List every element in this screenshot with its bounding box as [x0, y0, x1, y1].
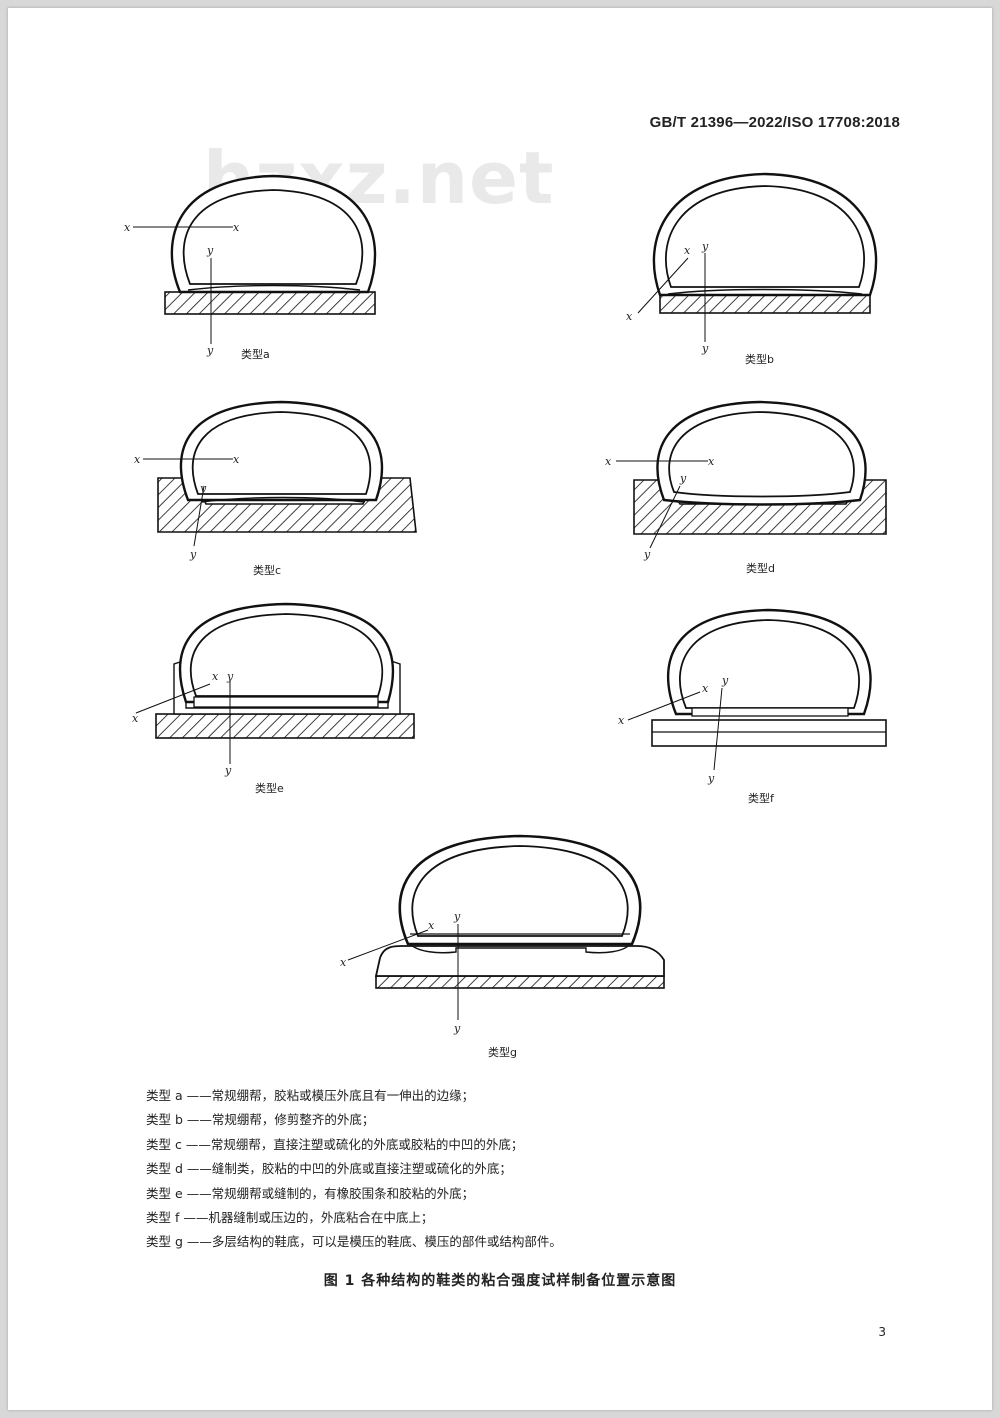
caption-type-e: 类型e — [255, 781, 284, 795]
caption-type-c: 类型c — [253, 563, 281, 577]
axis-label-y: y — [189, 548, 197, 561]
legend-item: 类型 g ——多层结构的鞋底，可以是模压的鞋底、模压的部件或结构部件。 — [146, 1234, 562, 1250]
axis-label-x: x — [684, 244, 691, 257]
axis-label-y: y — [226, 670, 234, 683]
axis-label-y: y — [679, 472, 687, 485]
axis-label-y: y — [707, 772, 715, 785]
axis-label-x: x — [124, 221, 131, 234]
diagram-type-d: x x y y 类型d — [605, 400, 887, 575]
figure-title: 图 1 各种结构的鞋类的粘合强度试样制备位置示意图 — [323, 1273, 677, 1289]
diagram-type-b: x x y y 类型b — [626, 172, 878, 366]
axis-label-y: y — [199, 482, 207, 495]
caption-type-g: 类型g — [488, 1045, 517, 1059]
axis-label-y: y — [701, 240, 709, 253]
axis-label-x: x — [605, 455, 612, 468]
axis-label-x: x — [132, 712, 139, 725]
axis-label-x: x — [340, 956, 347, 969]
axis-label-y: y — [206, 244, 214, 257]
axis-label-x: x — [134, 453, 141, 466]
legend-item: 类型 d ——缝制类，胶粘的中凹的外底或直接注塑或硫化的外底； — [146, 1161, 512, 1177]
caption-type-d: 类型d — [746, 561, 775, 575]
legend-item: 类型 f ——机器缝制或压边的，外底粘合在中底上； — [146, 1209, 434, 1225]
axis-label-x: x — [233, 453, 240, 466]
axis-label-y: y — [453, 910, 461, 923]
caption-type-b: 类型b — [745, 352, 774, 366]
axis-label-x: x — [626, 310, 633, 323]
axis-label-y: y — [721, 674, 729, 687]
legend-item: 类型 c ——常规绷帮，直接注塑或硫化的外底或胶粘的中凹的外底； — [146, 1136, 524, 1152]
axis-label-x: x — [618, 714, 625, 727]
diagram-type-f: x x y y 类型f — [618, 608, 887, 805]
document-page: GB/T 21396—2022/ISO 17708:2018 hzxz.net … — [8, 8, 992, 1410]
diagram-type-c: x x y y 类型c — [134, 400, 417, 577]
legend-item: 类型 e ——常规绷帮或缝制的，有橡胶围条和胶粘的外底； — [146, 1185, 475, 1201]
legend-item: 类型 a ——常规绷帮，胶粘或模压外底且有一伸出的边缘； — [146, 1088, 475, 1103]
axis-label-x: x — [428, 919, 435, 932]
axis-label-y: y — [643, 548, 651, 561]
caption-type-f: 类型f — [748, 791, 775, 805]
page-number: 3 — [878, 1325, 886, 1339]
diagram-type-e: x x y y 类型e — [132, 602, 415, 795]
axis-label-x: x — [702, 682, 709, 695]
diagram-type-a: x x y y 类型a — [124, 174, 377, 361]
diagram-type-g: x x y y 类型g — [340, 834, 665, 1059]
axis-label-y: y — [224, 764, 232, 777]
standard-number: GB/T 21396—2022/ISO 17708:2018 — [649, 114, 900, 131]
axis-label-x: x — [233, 221, 240, 234]
axis-label-y: y — [453, 1022, 461, 1035]
axis-label-y: y — [206, 344, 214, 357]
caption-type-a: 类型a — [241, 347, 270, 361]
figure-diagrams: x x y y 类型a x x y y 类型b — [124, 172, 887, 1059]
axis-label-y: y — [701, 342, 709, 355]
legend-item: 类型 b ——常规绷帮，修剪整齐的外底； — [146, 1112, 375, 1128]
axis-label-x: x — [708, 455, 715, 468]
axis-label-x: x — [212, 670, 219, 683]
figure-legend: 类型 a ——常规绷帮，胶粘或模压外底且有一伸出的边缘； 类型 b ——常规绷帮… — [146, 1084, 562, 1255]
